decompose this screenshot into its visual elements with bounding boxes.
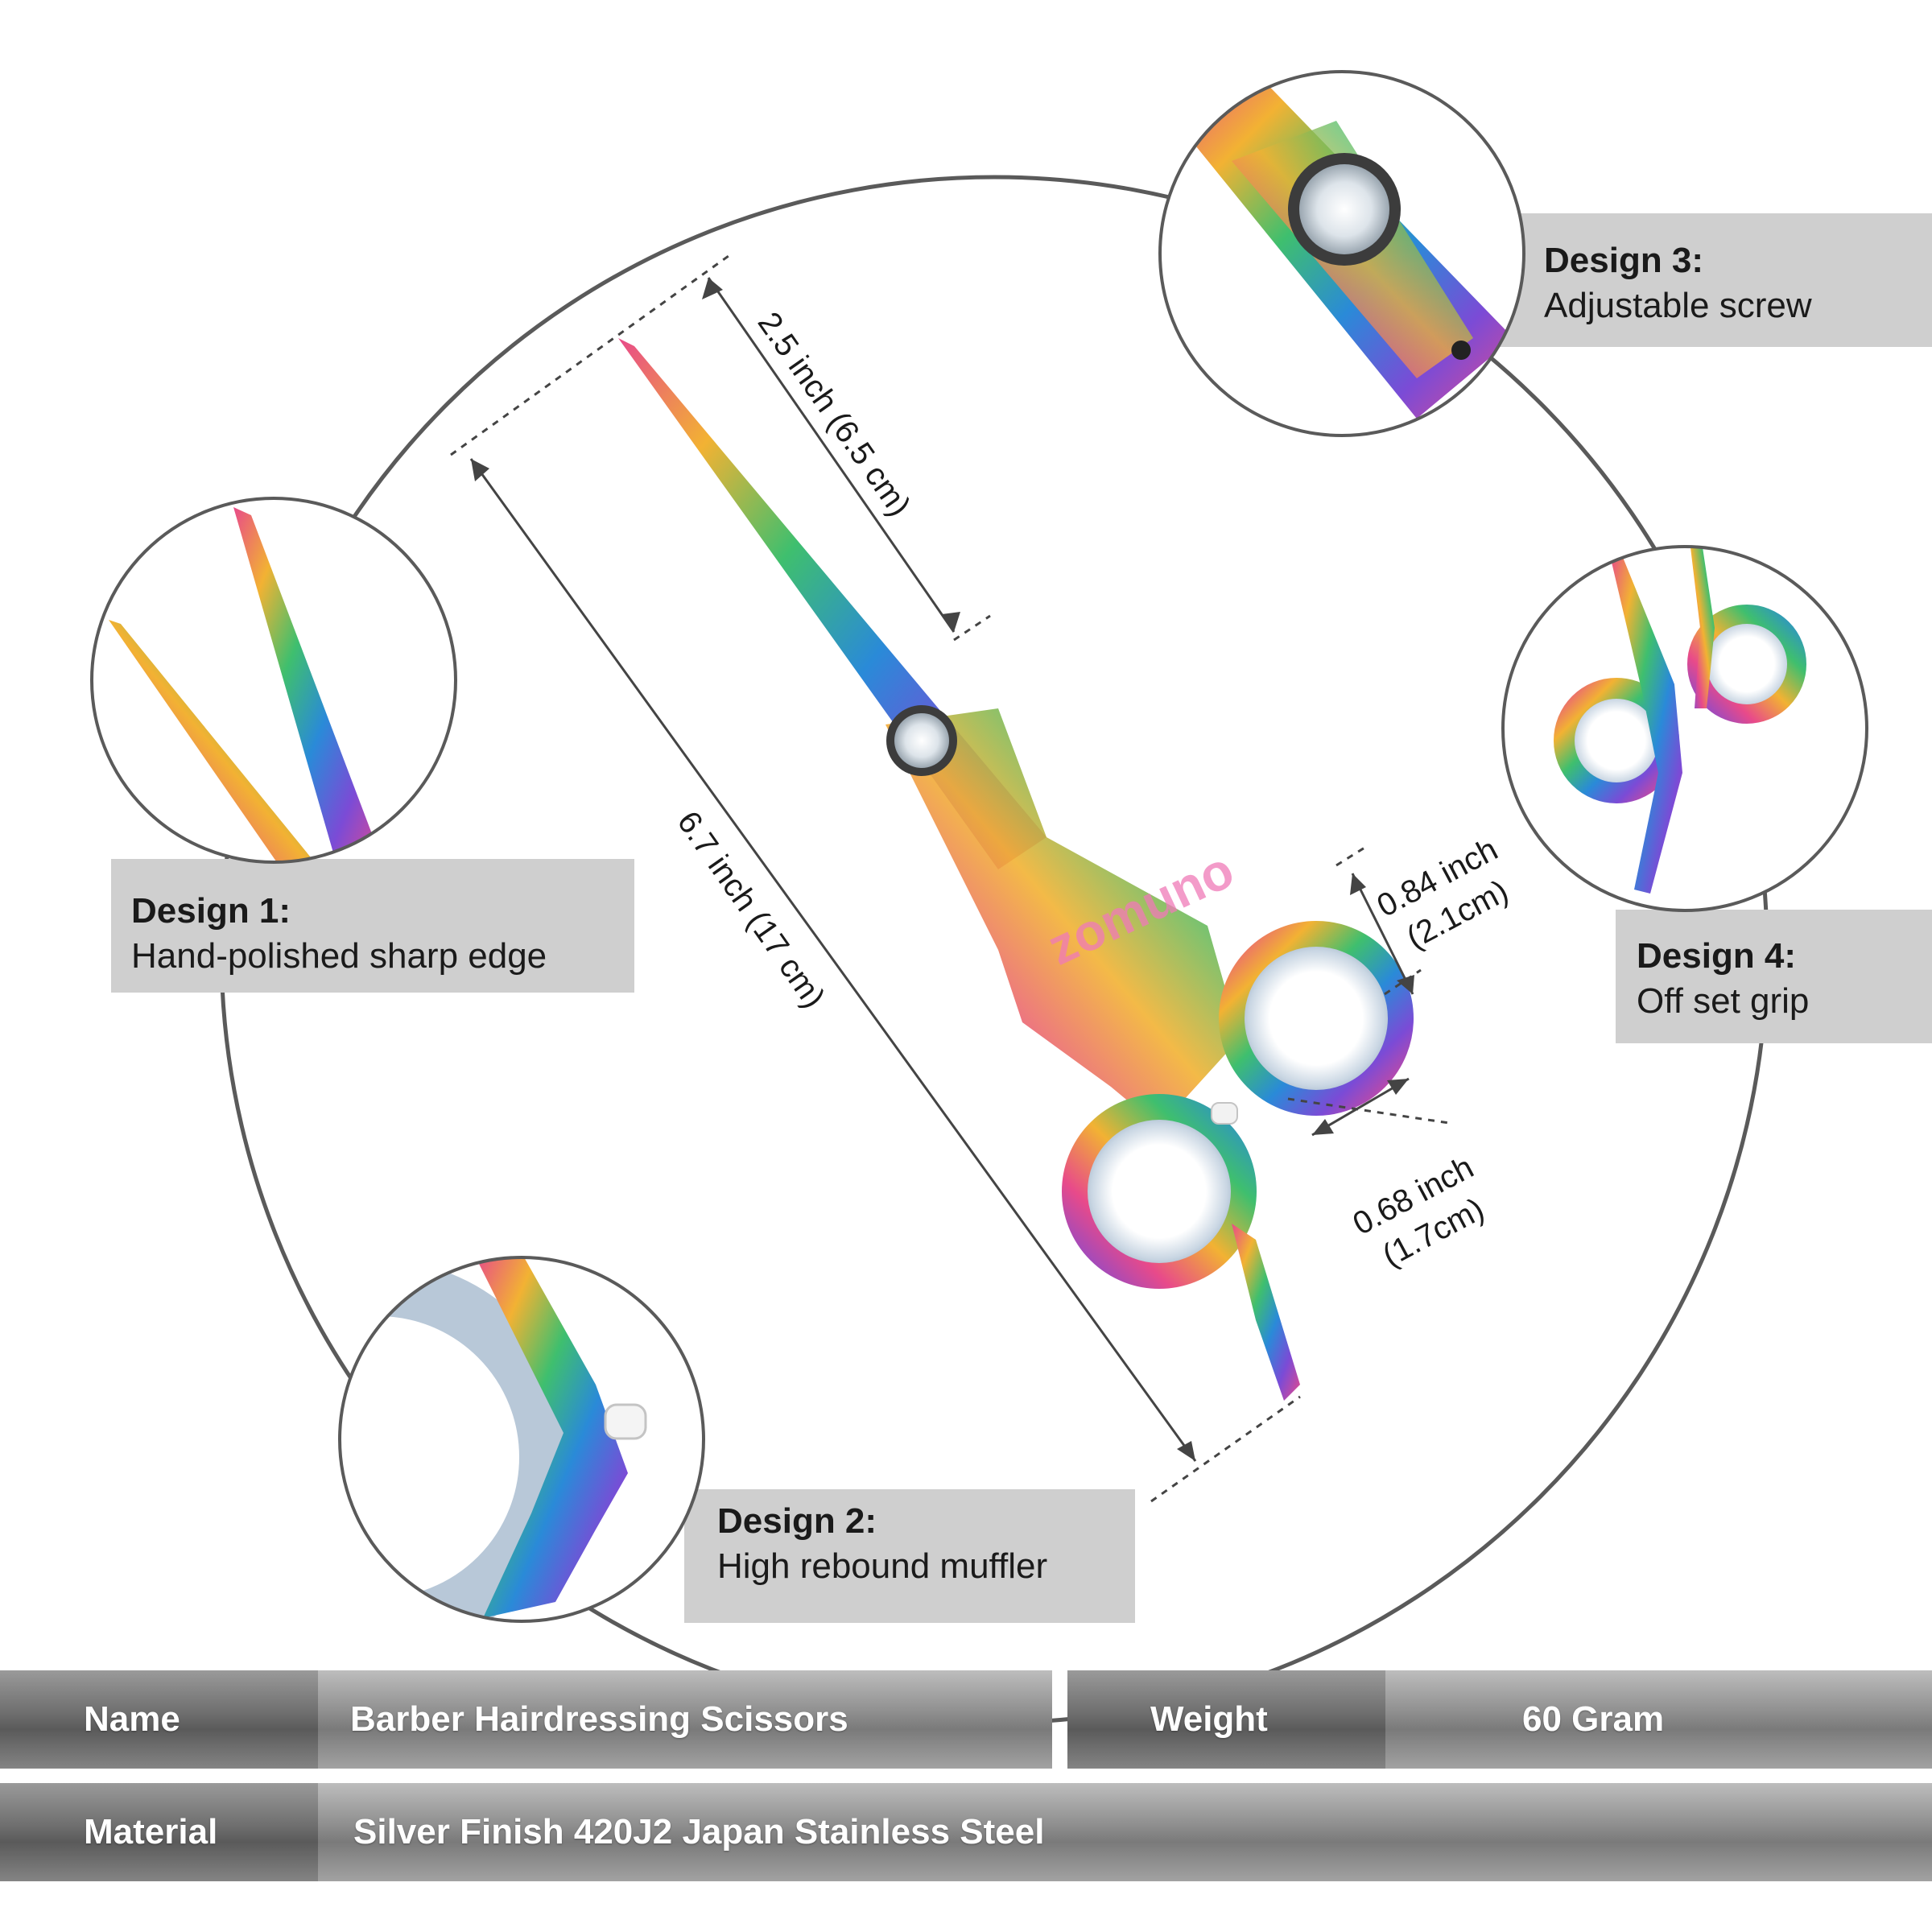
spec-weight-value-cell: 60 Gram xyxy=(1385,1670,1932,1769)
muffler-bumper xyxy=(604,1403,647,1440)
dim-overall-length: 6.7 inch (17 cm) xyxy=(671,805,832,1014)
spec-weight-label-cell: Weight xyxy=(1067,1670,1385,1769)
callout-title: Design 4: xyxy=(1637,936,1797,976)
callout-text: Hand-polished sharp edge xyxy=(131,936,547,976)
callout-band-3 xyxy=(1497,213,1932,347)
spec-material-value-cell: Silver Finish 420J2 Japan Stainless Stee… xyxy=(318,1783,1932,1881)
callout-design-3: Design 3: Adjustable screw xyxy=(1544,238,1812,328)
zoom-blade-tips xyxy=(90,497,457,864)
callout-text: High rebound muffler xyxy=(717,1546,1048,1586)
dimension-arrowheads xyxy=(471,278,1414,1461)
spec-weight-value: 60 Gram xyxy=(1522,1699,1665,1739)
spec-material-value: Silver Finish 420J2 Japan Stainless Stee… xyxy=(353,1812,1045,1852)
callout-design-1: Design 1: Hand-polished sharp edge xyxy=(131,889,547,979)
spec-name-value-cell: Barber Hairdressing Scissors xyxy=(318,1670,1052,1769)
zoom-muffler xyxy=(338,1256,705,1623)
callout-title: Design 1: xyxy=(131,891,291,931)
spec-material-label-cell: Material xyxy=(0,1783,318,1881)
callout-design-2: Design 2: High rebound muffler xyxy=(717,1499,1047,1589)
callout-title: Design 2: xyxy=(717,1501,877,1541)
callout-text: Off set grip xyxy=(1637,981,1810,1021)
spec-name-value: Barber Hairdressing Scissors xyxy=(350,1699,848,1739)
zoom-screw xyxy=(1158,70,1525,437)
spec-weight-label: Weight xyxy=(1150,1699,1268,1739)
callout-design-4: Design 4: Off set grip xyxy=(1637,934,1809,1024)
dim-blade-length: 2.5 inch (6.5 cm) xyxy=(751,306,918,522)
callout-band-4 xyxy=(1616,910,1932,1043)
callout-band-2 xyxy=(684,1489,1135,1623)
callout-text: Adjustable screw xyxy=(1544,286,1812,325)
callout-band-1 xyxy=(111,859,634,993)
spec-name-label-cell: Name xyxy=(0,1670,318,1769)
spec-material-label: Material xyxy=(84,1812,218,1852)
callout-title: Design 3: xyxy=(1544,241,1704,280)
dimension-lines xyxy=(450,254,1450,1503)
main-scissors: zomuno xyxy=(618,338,1414,1401)
zoom-offset-grip xyxy=(1501,545,1868,912)
spec-name-label: Name xyxy=(84,1699,180,1739)
